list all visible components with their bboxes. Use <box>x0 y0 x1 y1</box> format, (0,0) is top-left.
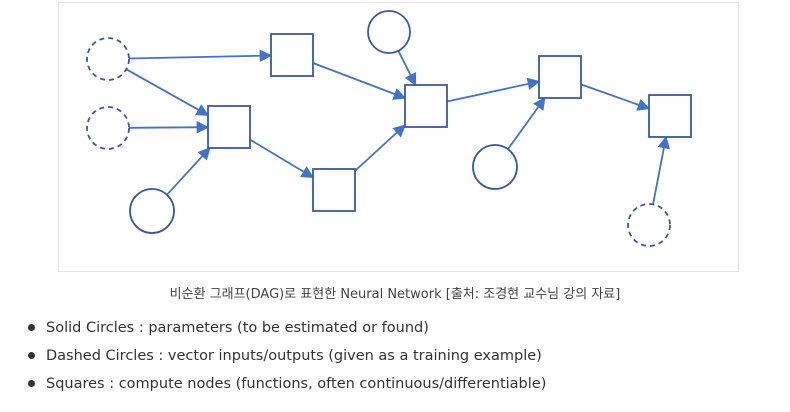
edge-arrow-in1-to-c2 <box>125 68 210 116</box>
edge-arrow-c5-to-c6 <box>580 83 651 111</box>
parameter-node-solid-circle <box>129 188 175 234</box>
compute-node-square <box>270 33 314 77</box>
compute-node-square <box>312 168 356 212</box>
legend-item-dashed-circles: Dashed Circles : vector inputs/outputs (… <box>20 346 546 374</box>
edge-arrow-c1-to-c4 <box>312 62 407 100</box>
edge-arrow-c3-to-c4 <box>354 124 406 172</box>
edge-arrow-c2-to-c3 <box>249 138 315 179</box>
legend-item-squares: Squares : compute nodes (functions, ofte… <box>20 374 546 402</box>
figure-frame <box>58 2 739 272</box>
edge-arrow-in2-to-c2 <box>128 120 210 134</box>
legend-item-text: Solid Circles : parameters (to be estima… <box>46 320 429 336</box>
compute-node-square <box>404 84 448 128</box>
compute-node-square <box>648 94 692 138</box>
edges-layer <box>125 49 671 205</box>
figure-caption: 비순환 그래프(DAG)로 표현한 Neural Network [출처: 조경… <box>169 287 621 302</box>
legend-list: Solid Circles : parameters (to be estima… <box>20 318 546 402</box>
compute-node-square <box>538 55 582 99</box>
edge-arrow-c4-to-c5 <box>446 77 541 103</box>
parameter-node-solid-circle <box>472 144 518 190</box>
edge-arrow-p3-to-c5 <box>507 96 546 150</box>
bullet-icon <box>28 380 35 387</box>
legend-item-text: Squares : compute nodes (functions, ofte… <box>46 376 547 392</box>
nodes-layer <box>86 10 692 247</box>
bullet-icon <box>28 352 35 359</box>
edge-arrow-p2-to-c4 <box>397 50 417 87</box>
input-output-node-dashed-circle <box>627 203 671 247</box>
parameter-node-solid-circle <box>367 10 411 54</box>
edge-arrow-out1-to-c6 <box>652 135 671 205</box>
compute-node-square <box>207 105 251 149</box>
input-output-node-dashed-circle <box>86 106 130 150</box>
legend-item-solid-circles: Solid Circles : parameters (to be estima… <box>20 318 546 346</box>
dag-diagram <box>86 10 692 247</box>
edge-arrow-in1-to-c1 <box>128 49 273 63</box>
edge-arrow-p1-to-c2 <box>166 147 211 196</box>
legend-item-text: Dashed Circles : vector inputs/outputs (… <box>46 348 542 364</box>
input-output-node-dashed-circle <box>86 37 130 81</box>
bullet-icon <box>28 324 35 331</box>
